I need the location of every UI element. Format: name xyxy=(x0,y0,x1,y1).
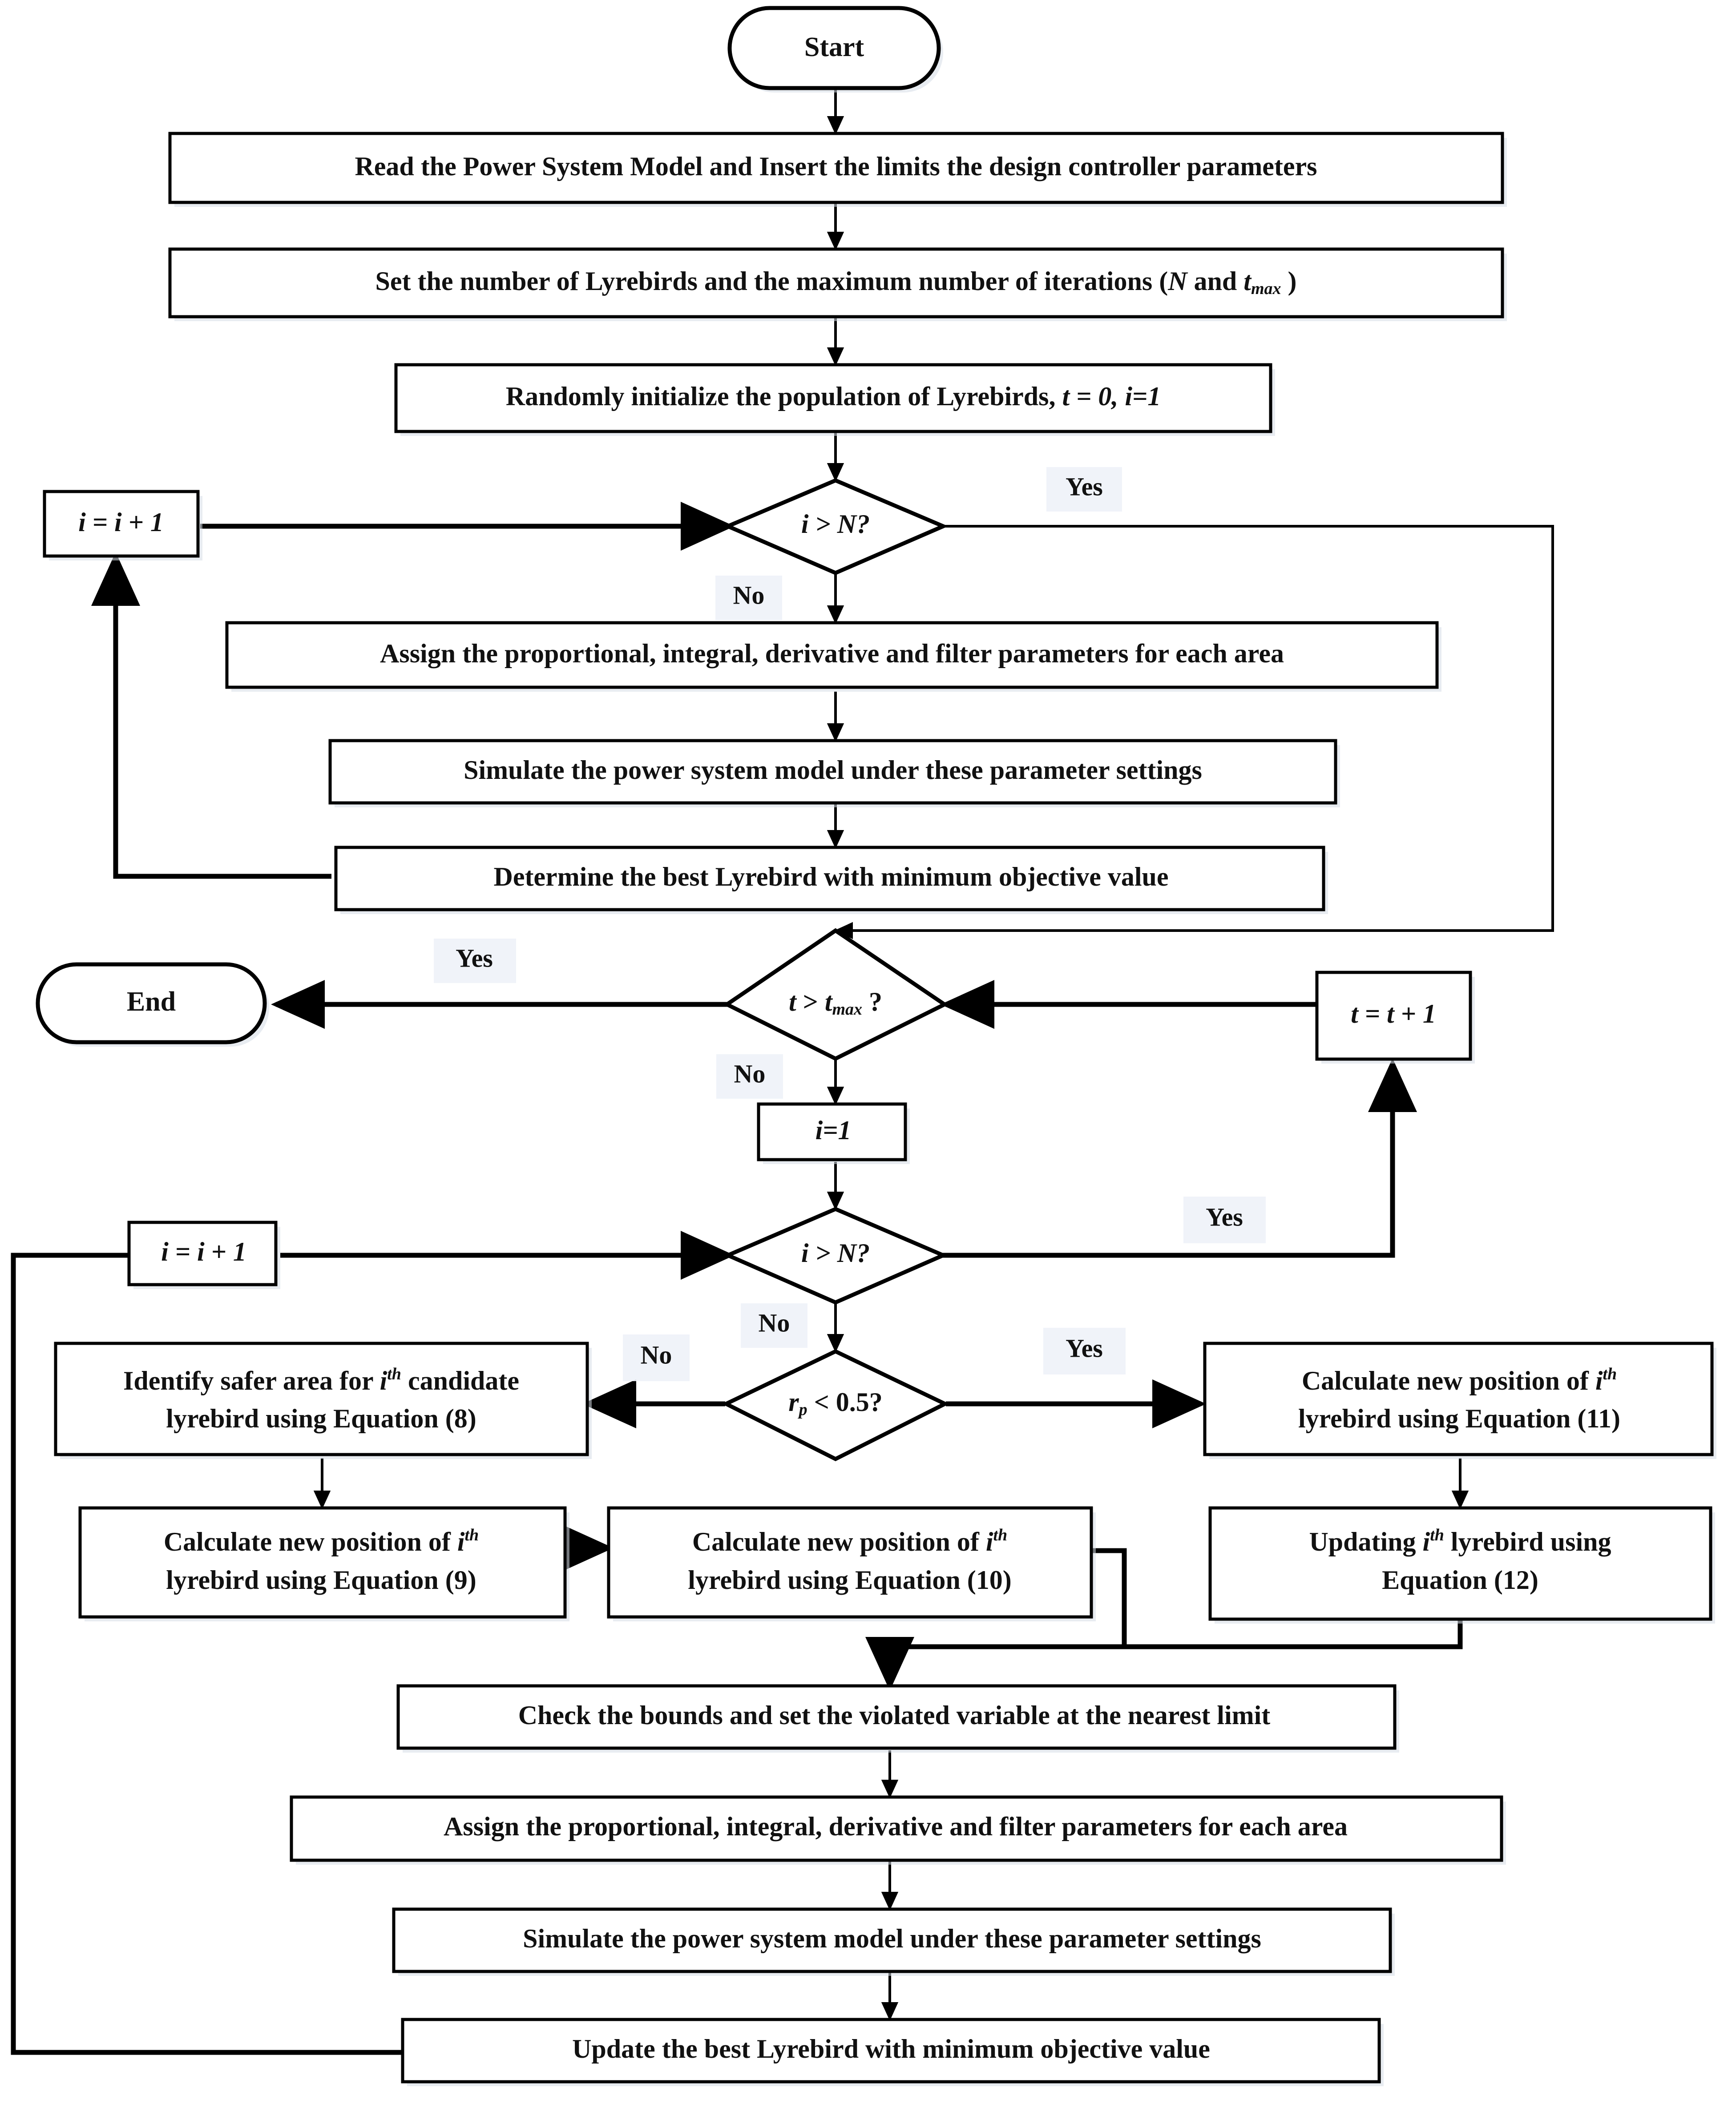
node-calc-eq9-line1: Calculate new position of ith xyxy=(164,1526,479,1556)
edge-label-yes-rp: Yes xyxy=(1043,1328,1126,1374)
svg-text:No: No xyxy=(733,580,765,609)
edge-updatebest-to-iinc2 xyxy=(11,1231,403,2055)
node-decision-i-gt-n-2: i > N? xyxy=(723,1207,949,1305)
node-calc-eq11-line1: Calculate new position of ith xyxy=(1302,1365,1617,1395)
node-end: End xyxy=(36,962,269,1047)
node-set-numbers: Set the number of Lyrebirds and the maxi… xyxy=(168,247,1507,321)
node-simulate-2: Simulate the power system model under th… xyxy=(392,1907,1395,1976)
svg-text:Yes: Yes xyxy=(1066,472,1103,501)
node-update-eq12-line1: Updating ith lyrebird using xyxy=(1309,1526,1611,1556)
node-start: Start xyxy=(727,6,943,93)
edge-decision1-yes xyxy=(834,525,1554,939)
node-identify-safer: Identify safer area for ith candidate ly… xyxy=(54,1342,592,1459)
node-calc-eq10-line2: lyrebird using Equation (10) xyxy=(688,1565,1011,1595)
edge-label-no-rp: No xyxy=(623,1334,690,1381)
node-i-inc-2: i = i + 1 xyxy=(127,1221,280,1289)
node-update-best-label: Update the best Lyrebird with minimum ob… xyxy=(572,2034,1210,2064)
node-set-numbers-label: Set the number of Lyrebirds and the maxi… xyxy=(375,266,1296,298)
svg-text:Yes: Yes xyxy=(1206,1202,1243,1231)
edge-label-no-3: No xyxy=(741,1303,807,1348)
node-read-model-label: Read the Power System Model and Insert t… xyxy=(355,152,1317,181)
node-update-best: Update the best Lyrebird with minimum ob… xyxy=(401,2018,1384,2086)
node-decision-i-gt-n-1: i > N? xyxy=(723,478,949,575)
svg-text:No: No xyxy=(759,1308,790,1337)
node-simulate-1-label: Simulate the power system model under th… xyxy=(464,755,1202,785)
node-calc-eq10: Calculate new position of ith lyrebird u… xyxy=(607,1506,1096,1621)
node-calc-eq9: Calculate new position of ith lyrebird u… xyxy=(78,1506,569,1621)
node-i-inc-2-label: i = i + 1 xyxy=(161,1237,246,1266)
svg-text:No: No xyxy=(734,1059,766,1088)
node-calc-eq10-line1: Calculate new position of ith xyxy=(692,1526,1007,1556)
node-decision-i-gt-n-2-label: i > N? xyxy=(801,1238,870,1268)
edge-label-no-1: No xyxy=(715,576,782,620)
node-calc-eq11-line2: lyrebird using Equation (11) xyxy=(1298,1404,1620,1433)
node-assign-params-2-label: Assign the proportional, integral, deriv… xyxy=(444,1812,1348,1841)
edge-eq10-merge xyxy=(1092,1548,1127,1647)
edge-label-yes-3: Yes xyxy=(1183,1197,1266,1243)
node-calc-eq9-line2: lyrebird using Equation (9) xyxy=(166,1565,476,1595)
node-identify-safer-line1: Identify safer area for ith candidate xyxy=(123,1365,519,1395)
node-decision-i-gt-n-1-label: i > N? xyxy=(801,509,870,539)
node-assign-params-1-label: Assign the proportional, integral, deriv… xyxy=(380,639,1284,668)
node-determine-best: Determine the best Lyrebird with minimum… xyxy=(334,846,1328,914)
node-i-set-1: i=1 xyxy=(757,1102,910,1164)
node-decision-rp: rp < 0.5? xyxy=(721,1349,950,1462)
node-t-inc-1-label: t = t + 1 xyxy=(1351,999,1436,1028)
node-determine-best-label: Determine the best Lyrebird with minimum… xyxy=(493,862,1168,891)
node-check-bounds-label: Check the bounds and set the violated va… xyxy=(518,1701,1271,1730)
node-identify-safer-line2: lyrebird using Equation (8) xyxy=(166,1404,476,1433)
node-read-model: Read the Power System Model and Insert t… xyxy=(168,132,1507,207)
node-simulate-2-label: Simulate the power system model under th… xyxy=(523,1924,1261,1953)
node-simulate-1: Simulate the power system model under th… xyxy=(328,739,1340,807)
node-end-label: End xyxy=(127,987,176,1017)
node-i-inc-1-label: i = i + 1 xyxy=(78,508,164,537)
node-decision-t-gt-tmax-label: t > tmax ? xyxy=(789,987,882,1019)
node-randomly-init: Randomly initialize the population of Ly… xyxy=(394,363,1275,436)
node-randomly-init-label: Randomly initialize the population of Ly… xyxy=(506,382,1161,411)
edge-decision2-yes xyxy=(942,1058,1417,1258)
node-i-set-1-label: i=1 xyxy=(816,1116,852,1145)
node-decision-t-gt-tmax: t > tmax ? xyxy=(723,928,949,1061)
edge-label-yes-1: Yes xyxy=(1046,467,1122,512)
node-t-inc-1: t = t + 1 xyxy=(1315,971,1475,1064)
svg-text:Yes: Yes xyxy=(456,943,493,972)
svg-text:Yes: Yes xyxy=(1066,1334,1103,1362)
node-calc-eq11: Calculate new position of ith lyrebird u… xyxy=(1203,1342,1716,1459)
node-decision-rp-label: rp < 0.5? xyxy=(788,1387,883,1419)
edge-determine-to-iinc1 xyxy=(91,552,331,879)
node-update-eq12: Updating ith lyrebird using Equation (12… xyxy=(1208,1506,1715,1624)
node-update-eq12-line2: Equation (12) xyxy=(1382,1565,1538,1595)
node-i-inc-1: i = i + 1 xyxy=(43,490,202,560)
node-check-bounds: Check the bounds and set the violated va… xyxy=(396,1684,1399,1753)
svg-text:No: No xyxy=(641,1340,672,1369)
edge-label-no-2: No xyxy=(716,1054,783,1099)
edge-label-yes-2: Yes xyxy=(434,939,516,983)
node-assign-params-2: Assign the proportional, integral, deriv… xyxy=(290,1795,1506,1865)
node-assign-params-1: Assign the proportional, integral, deriv… xyxy=(225,621,1441,692)
node-start-label: Start xyxy=(804,32,864,62)
